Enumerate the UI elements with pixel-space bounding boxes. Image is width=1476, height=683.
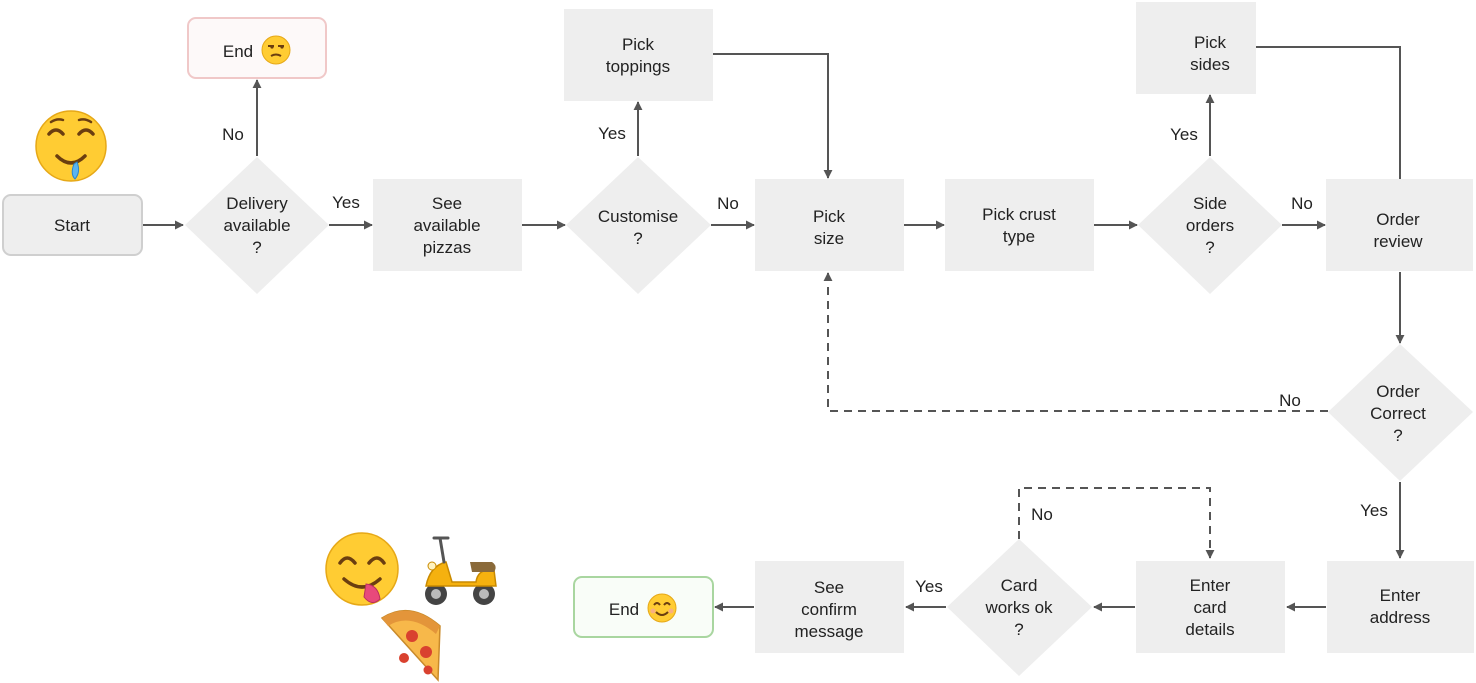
toppings-line-1: Pick (622, 35, 655, 54)
pick-size-node: Pick size (755, 179, 904, 271)
delivery-line-2: available (223, 216, 290, 235)
card-line-2: card (1193, 598, 1226, 617)
card-line-3: details (1185, 620, 1234, 639)
cardok-line-2: works ok (984, 598, 1053, 617)
review-line-2: review (1373, 232, 1423, 251)
label-delivery-yes: Yes (332, 193, 360, 212)
start-label: Start (54, 216, 90, 235)
label-side-yes: Yes (1170, 125, 1198, 144)
end-happy-label: End (609, 600, 639, 619)
face-savoring-food-icon (325, 532, 399, 606)
customise-decision: Customise ? (566, 157, 711, 294)
pick-crust-node: Pick crust type (945, 179, 1094, 271)
review-line-1: Order (1376, 210, 1420, 229)
card-ok-decision: Card works ok ? (947, 539, 1092, 676)
see-pizzas-line-2: available (413, 216, 480, 235)
edge-labels: No Yes Yes No Yes No No Yes No Yes (222, 124, 1388, 596)
pizza-slice-icon (380, 609, 441, 682)
address-line-2: address (1370, 608, 1430, 627)
correct-line-2: Correct (1370, 404, 1426, 423)
crust-line-1: Pick crust (982, 205, 1056, 224)
customise-line-1: Customise (598, 207, 678, 226)
address-line-1: Enter (1380, 586, 1421, 605)
sides-line-2: sides (1190, 55, 1230, 74)
label-delivery-no: No (222, 125, 244, 144)
see-pizzas-node: See available pizzas (373, 179, 522, 271)
side-orders-decision: Side orders ? (1138, 157, 1282, 294)
label-card-no: No (1031, 505, 1053, 524)
confirm-line-2: confirm (801, 600, 857, 619)
confirm-message-node: See confirm message (755, 561, 904, 653)
confirm-line-1: See (814, 578, 844, 597)
edge-cardok-card-dashed (1018, 487, 1215, 559)
see-pizzas-line-3: pizzas (423, 238, 471, 257)
label-correct-yes: Yes (1360, 501, 1388, 520)
card-line-1: Enter (1190, 576, 1231, 595)
side-line-1: Side (1193, 194, 1227, 213)
see-pizzas-line-1: See (432, 194, 462, 213)
crust-line-2: type (1003, 227, 1035, 246)
enter-card-node: Enter card details (1136, 561, 1285, 653)
delivery-line-1: Delivery (226, 194, 288, 213)
edges (142, 46, 1405, 612)
enter-address-node: Enter address (1327, 561, 1474, 653)
drooling-face-icon (35, 110, 107, 182)
cardok-line-3: ? (1014, 620, 1023, 639)
side-line-3: ? (1205, 238, 1214, 257)
label-customise-yes: Yes (598, 124, 626, 143)
motor-scooter-icon (425, 536, 497, 605)
edge-toppings-size (713, 53, 833, 179)
order-review-node: Order review (1326, 179, 1473, 271)
label-card-yes: Yes (915, 577, 943, 596)
side-line-2: orders (1186, 216, 1234, 235)
size-line-2: size (814, 229, 844, 248)
cardok-line-1: Card (1001, 576, 1038, 595)
end-happy-node: End (573, 576, 714, 638)
smiling-face-icon (647, 593, 677, 623)
toppings-line-2: toppings (606, 57, 670, 76)
label-customise-no: No (717, 194, 739, 213)
end-sad-node: End (187, 17, 327, 79)
label-side-no: No (1291, 194, 1313, 213)
pick-sides-node: Pick sides (1136, 2, 1256, 94)
customise-line-2: ? (633, 229, 642, 248)
label-correct-no: No (1279, 391, 1301, 410)
end-sad-label: End (223, 42, 253, 61)
pick-toppings-node: Pick toppings (564, 9, 713, 101)
confirm-line-3: message (795, 622, 864, 641)
edge-correct-size-dashed (823, 272, 1328, 412)
unamused-face-icon (261, 35, 291, 65)
correct-line-3: ? (1393, 426, 1402, 445)
order-correct-decision: Order Correct ? (1328, 344, 1473, 481)
sides-line-1: Pick (1194, 33, 1227, 52)
correct-line-1: Order (1376, 382, 1420, 401)
delivery-line-3: ? (252, 238, 261, 257)
size-line-1: Pick (813, 207, 846, 226)
start-node: Start (2, 194, 143, 256)
delivery-decision: Delivery available ? (185, 157, 329, 294)
edge-sides-review (1256, 46, 1401, 179)
